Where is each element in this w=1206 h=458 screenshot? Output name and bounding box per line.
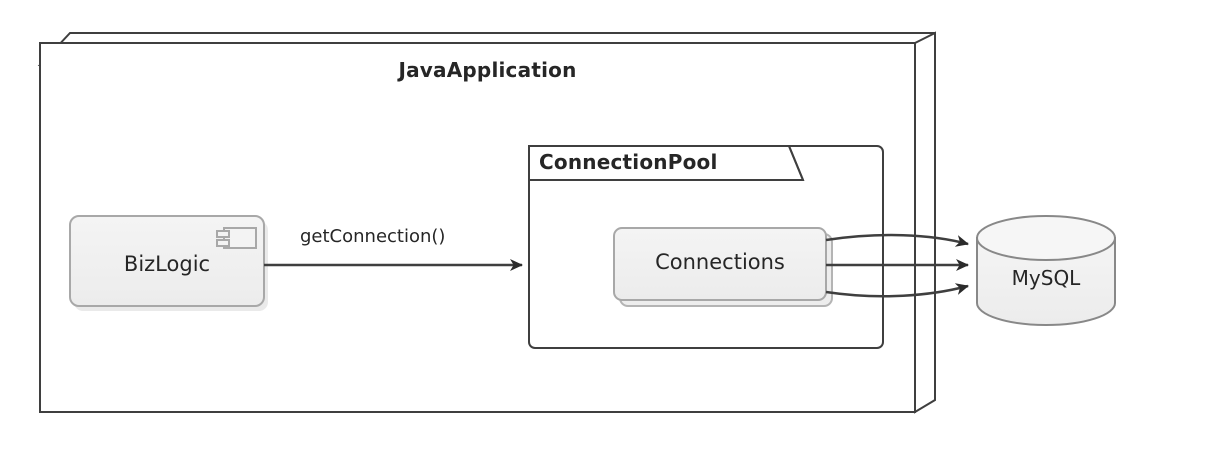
component-icon [216,227,257,249]
package-tab-diagonal [788,145,804,181]
database-body [976,237,1116,326]
edge-connections-mysql-3 [825,283,969,298]
database-top-ellipse [976,215,1116,261]
object-connections-front [613,227,827,301]
edges-connections-to-mysql[interactable] [825,233,969,298]
object-connections-shape[interactable] [613,227,833,307]
component-bizlogic-shape[interactable] [69,215,268,311]
database-mysql-shape[interactable] [976,215,1116,326]
package-tab [528,145,805,181]
edge-connections-mysql-1 [825,233,969,247]
component-body [69,215,265,307]
node-right-face [914,31,936,414]
